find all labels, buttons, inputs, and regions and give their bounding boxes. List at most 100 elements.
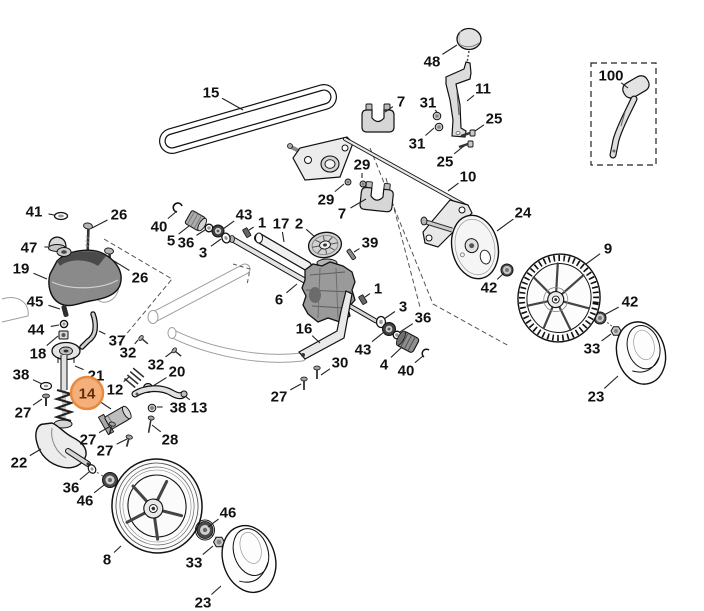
part-label-37-21[interactable]: 37 [109, 332, 126, 349]
part-label-1-34[interactable]: 1 [374, 280, 382, 297]
part-label-31-4[interactable]: 31 [420, 94, 437, 111]
leader-line-10 [447, 182, 459, 192]
part-label-33-47[interactable]: 33 [584, 340, 601, 357]
part-label-12-51[interactable]: 12 [107, 381, 124, 398]
part-label-7-11[interactable]: 7 [338, 205, 346, 222]
part-label-2-31[interactable]: 2 [295, 215, 303, 232]
part-label-46-64[interactable]: 46 [220, 504, 237, 521]
part-label-38-55[interactable]: 38 [170, 399, 187, 416]
part-label-27-57[interactable]: 27 [80, 431, 97, 448]
part-label-6-33[interactable]: 6 [275, 291, 283, 308]
part-label-1-29[interactable]: 1 [258, 214, 266, 231]
bracket-screws [300, 365, 321, 390]
part-label-24-43[interactable]: 24 [515, 204, 532, 221]
leader-line-27 [116, 438, 128, 445]
part-label-29-9[interactable]: 29 [354, 156, 371, 173]
part-label-27-53[interactable]: 27 [15, 404, 32, 421]
part-label-9-44[interactable]: 9 [604, 240, 612, 257]
part-label-11-2[interactable]: 11 [475, 80, 491, 97]
part-label-32-22[interactable]: 32 [120, 344, 137, 361]
part-label-26-14[interactable]: 26 [111, 206, 128, 223]
part-label-31-6[interactable]: 31 [409, 135, 426, 152]
part-label-27-58[interactable]: 27 [97, 442, 114, 459]
part-label-44-19[interactable]: 44 [28, 321, 45, 338]
part-label-36-61[interactable]: 36 [63, 479, 80, 496]
disc-bracket [420, 199, 473, 248]
part-label-7-3[interactable]: 7 [397, 93, 405, 110]
part-label-43-28[interactable]: 43 [236, 206, 253, 223]
shift-knob [456, 27, 482, 64]
part-label-19-16[interactable]: 19 [13, 260, 30, 277]
part-label-29-10[interactable]: 29 [318, 191, 335, 208]
part-label-17-30[interactable]: 17 [273, 215, 290, 232]
part-label-32-23[interactable]: 32 [148, 356, 165, 373]
highlight-circle[interactable] [69, 375, 105, 411]
part-label-18-20[interactable]: 18 [30, 345, 47, 362]
leader-line-45 [48, 304, 61, 310]
leader-line-25 [453, 145, 465, 155]
leader-line-100 [620, 82, 629, 89]
part-label-4-38[interactable]: 4 [380, 356, 389, 373]
hub-cap-right [615, 321, 667, 385]
leader-line-20 [152, 377, 167, 387]
part-label-36-36[interactable]: 36 [415, 309, 432, 326]
part-label-5-25[interactable]: 5 [167, 232, 175, 249]
part-label-42-46[interactable]: 42 [622, 293, 639, 310]
part-label-15-0[interactable]: 15 [203, 84, 220, 101]
leader-line-17 [281, 231, 285, 243]
part-label-25-5[interactable]: 25 [486, 110, 503, 127]
part-label-33-65[interactable]: 33 [186, 554, 203, 571]
leader-line-39 [353, 248, 360, 253]
part-label-45-18[interactable]: 45 [27, 293, 44, 310]
part-label-42-45[interactable]: 42 [481, 279, 498, 296]
spring-12 [123, 367, 145, 389]
adjuster-housing-stack [48, 211, 122, 363]
gearbox [301, 258, 379, 324]
leader-line-40 [414, 355, 424, 364]
selector-arm-13 [131, 385, 188, 400]
part-label-43-37[interactable]: 43 [355, 341, 372, 358]
part-label-100-12[interactable]: 100 [598, 67, 623, 84]
leader-line-5 [178, 225, 190, 235]
drive-belt [159, 84, 337, 154]
leader-line-27 [32, 398, 43, 406]
clamp-screws [344, 178, 367, 188]
nut-38-mid [147, 403, 157, 413]
part-label-23-66[interactable]: 23 [195, 594, 212, 611]
leader-line-27 [289, 383, 302, 391]
part-label-40-24[interactable]: 40 [151, 218, 168, 235]
part-label-10-8[interactable]: 10 [460, 168, 477, 185]
part-label-23-48[interactable]: 23 [588, 388, 605, 405]
part-label-47-15[interactable]: 47 [21, 239, 38, 256]
part-label-40-39[interactable]: 40 [398, 362, 415, 379]
part-label-36-26[interactable]: 36 [178, 234, 195, 251]
part-label-27-42[interactable]: 27 [271, 388, 288, 405]
part-label-8-63[interactable]: 8 [103, 551, 111, 568]
washer-38-left [39, 381, 53, 391]
part-label-38-49[interactable]: 38 [13, 366, 30, 383]
part-label-13-56[interactable]: 13 [191, 399, 208, 416]
leader-line-26 [113, 260, 130, 271]
leader-lines [29, 44, 629, 595]
leader-line-25 [474, 124, 485, 132]
part-label-41-13[interactable]: 41 [26, 203, 43, 220]
part-label-28-59[interactable]: 28 [162, 431, 179, 448]
drive-disc [450, 214, 500, 280]
part-label-39-32[interactable]: 39 [362, 234, 379, 251]
part-label-3-27[interactable]: 3 [199, 244, 207, 261]
part-label-20-54[interactable]: 20 [169, 363, 186, 380]
leader-line-32 [165, 351, 173, 358]
part-label-3-35[interactable]: 3 [399, 298, 407, 315]
part-label-25-7[interactable]: 25 [437, 153, 454, 170]
part-label-14-52[interactable]: 14 [79, 385, 96, 402]
part-label-30-41[interactable]: 30 [332, 354, 349, 371]
part-label-22-60[interactable]: 22 [11, 454, 28, 471]
part-label-48-1[interactable]: 48 [424, 53, 441, 70]
leader-line-38 [32, 379, 43, 385]
part-label-26-17[interactable]: 26 [132, 269, 149, 286]
shaft-keys [242, 227, 368, 305]
leader-line-42 [496, 272, 505, 280]
part-label-46-62[interactable]: 46 [77, 492, 94, 509]
part-label-16-40[interactable]: 16 [296, 320, 313, 337]
